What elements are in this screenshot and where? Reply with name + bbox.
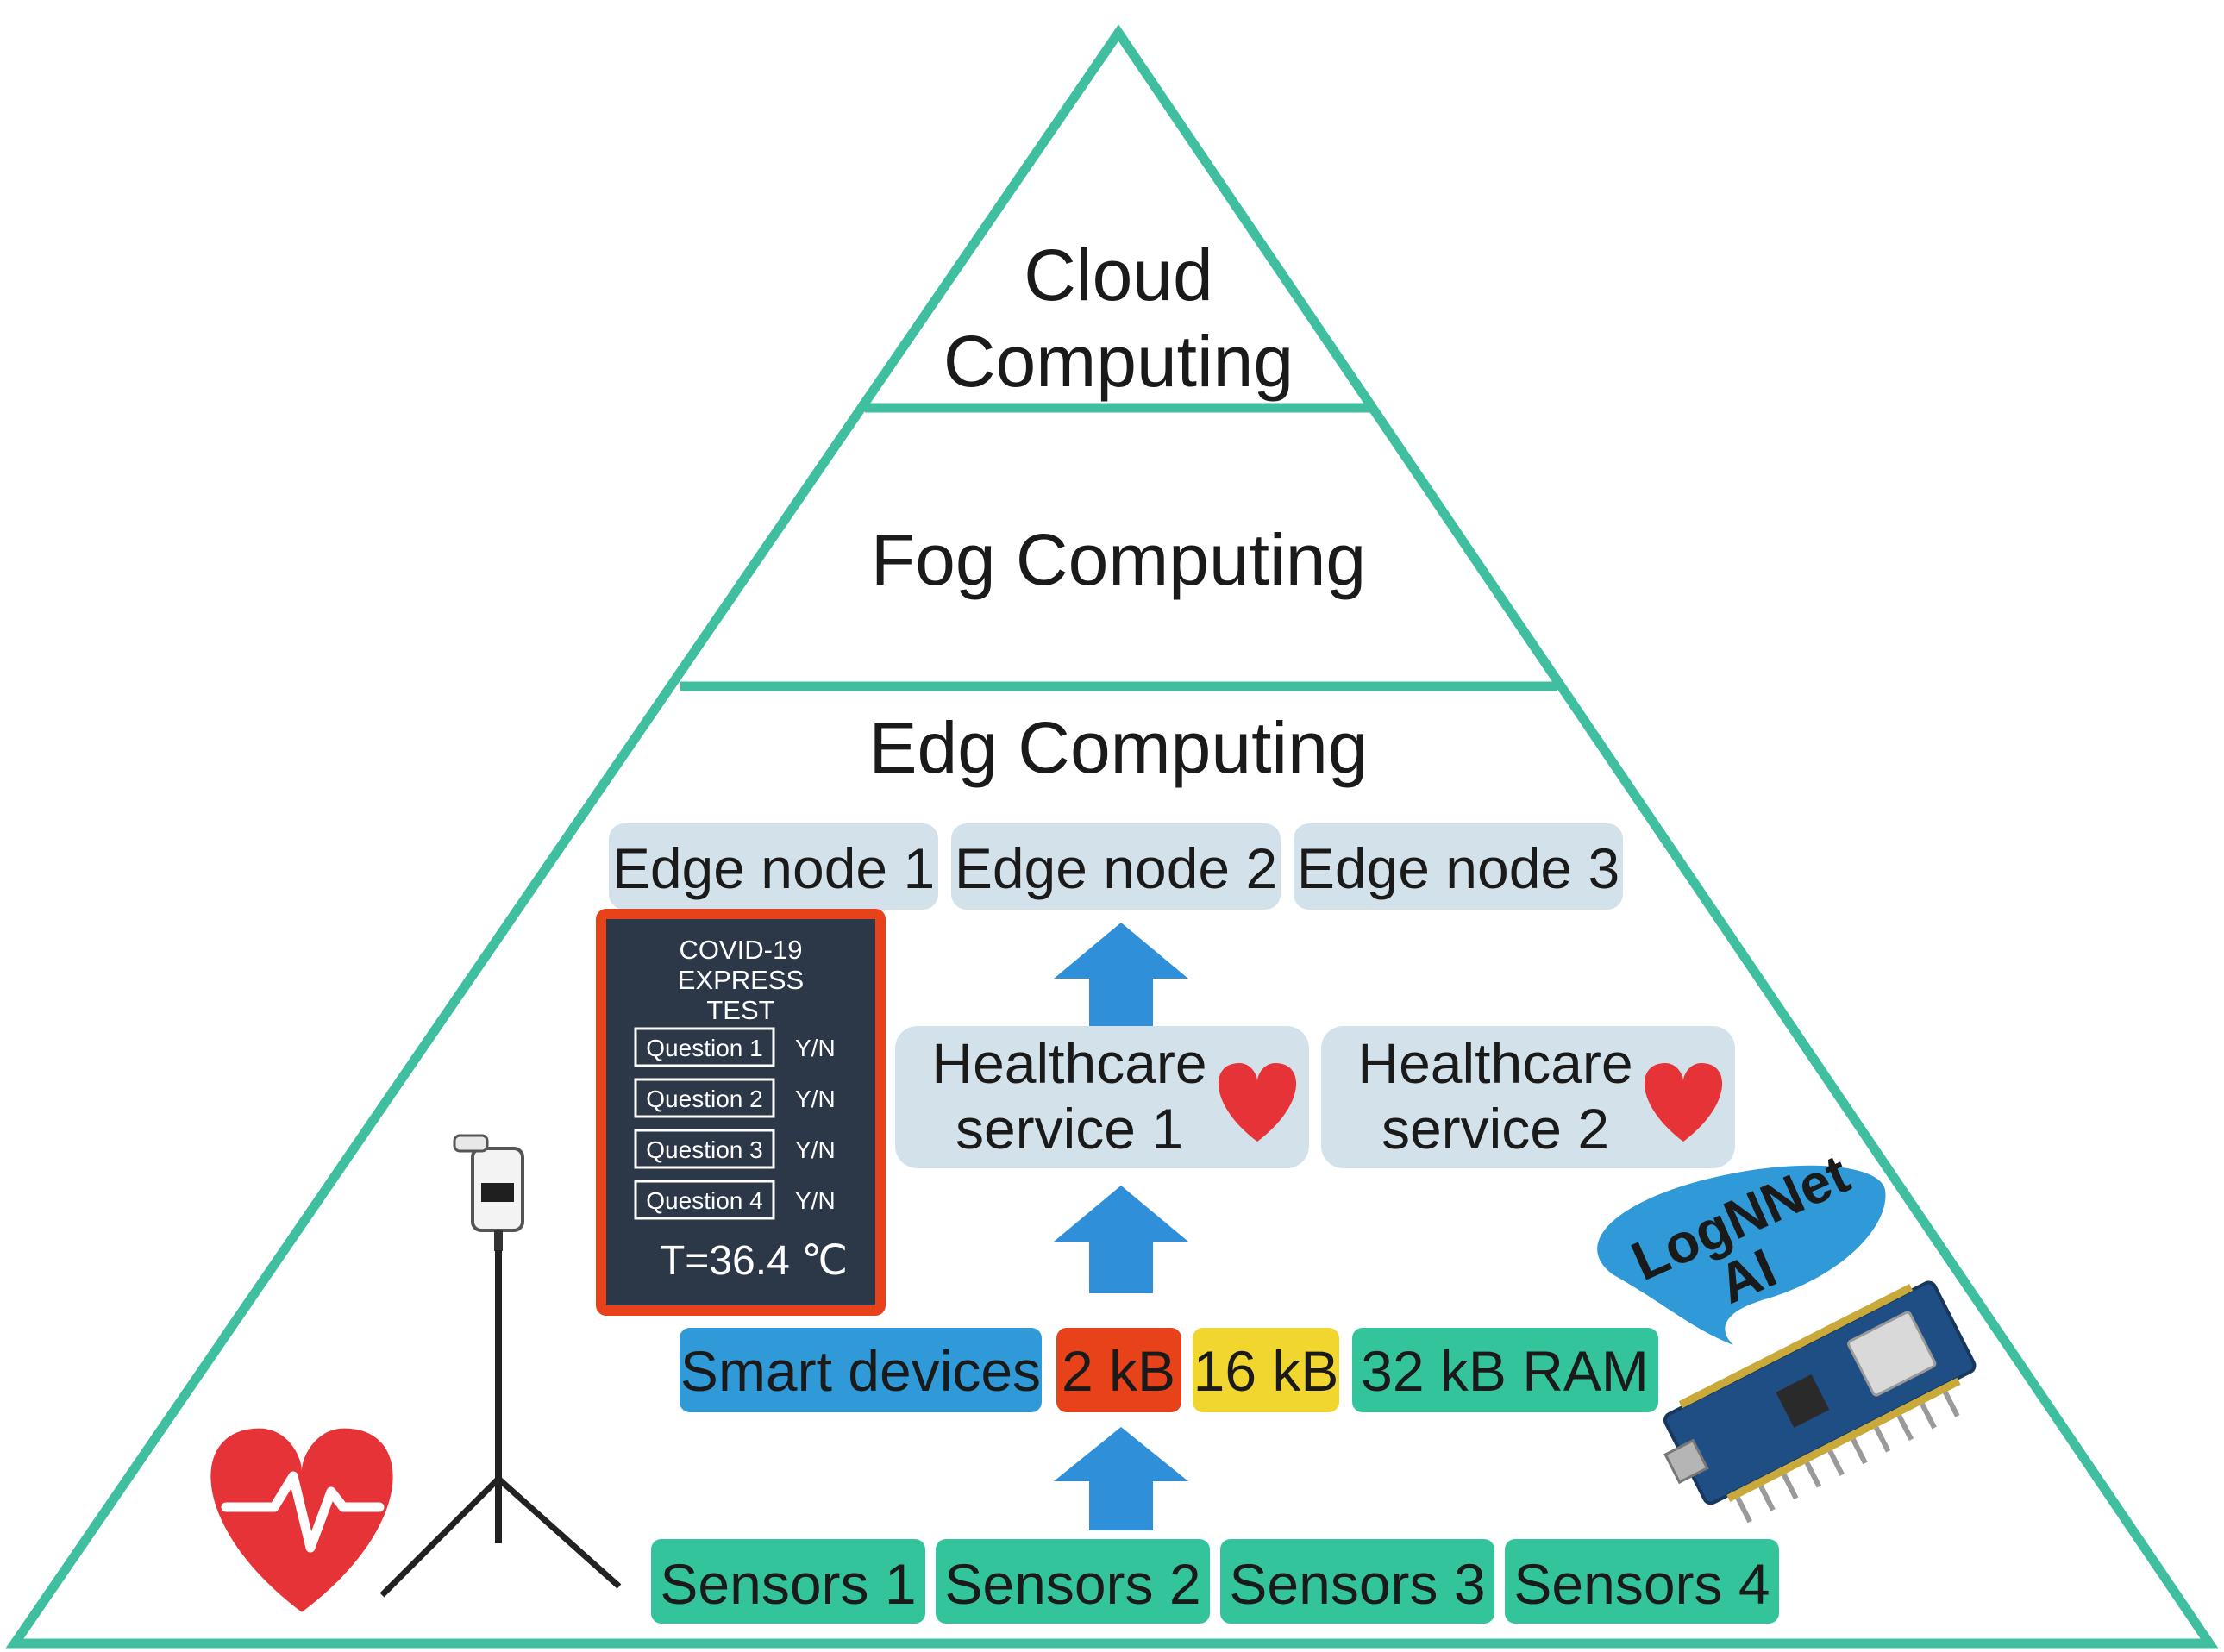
board-leg: [1943, 1391, 1960, 1417]
temperature-readout: T=36.4 ℃: [660, 1238, 848, 1284]
sensor-1-box: [651, 1539, 925, 1624]
question-3-answer: Y/N: [795, 1136, 836, 1163]
sensors-row: Sensors 1 Sensors 2 Sensors 3 Sensors 4: [651, 1539, 1779, 1624]
question-3-box: [634, 1129, 775, 1169]
sensor-4-box: [1505, 1539, 1779, 1624]
mem-32kb-label: 32 kB RAM: [1361, 1339, 1649, 1403]
question-2-label: Question 2: [646, 1086, 762, 1112]
covid-panel-frame: [596, 909, 886, 1316]
layer-titles: Cloud Computing Fog Computing Edg Comput…: [868, 235, 1368, 788]
thermometer-screen: [481, 1183, 514, 1202]
healthcare-service-1-line-1: Healthcare: [931, 1031, 1206, 1095]
arrows: [1054, 923, 1188, 1530]
board-module: [1847, 1311, 1937, 1397]
edge-node-1-box: [609, 823, 938, 910]
arrow-up-icon: [1054, 923, 1188, 1035]
healthcare-service-1-box: [895, 1026, 1309, 1168]
sensor-2-box: [936, 1539, 1210, 1624]
thermometer-clamp: [494, 1230, 503, 1251]
heartbeat-pulse-line: [221, 1471, 385, 1553]
covid-panel-title-line-2: EXPRESS: [678, 965, 804, 995]
mem-16kb-label: 16 kB: [1193, 1339, 1339, 1403]
edge-nodes: Edge node 1 Edge node 2 Edge node 3: [609, 823, 1623, 910]
board-header-legs: [1735, 1391, 1960, 1524]
healthcare-service-2-line-1: Healthcare: [1357, 1031, 1632, 1095]
healthcare-services: Healthcare service 1 Healthcare service …: [895, 1026, 1735, 1168]
board-leg: [1735, 1497, 1752, 1524]
arrow-up-icon: [1054, 1427, 1188, 1530]
lognnet-ai-badge: LogNNet AI: [1597, 1142, 1886, 1345]
thermometer-stand-icon: [379, 1134, 622, 1598]
question-1-box: [634, 1027, 775, 1067]
board-leg: [1758, 1485, 1776, 1511]
question-4-box: [634, 1180, 775, 1220]
healthcare-service-2-line-2: service 2: [1381, 1097, 1609, 1161]
mem-2kb-label: 2 kB: [1062, 1339, 1175, 1403]
memory-row: Smart devices 2 kB 16 kB 32 kB RAM: [680, 1328, 1658, 1412]
sensor-3-label: Sensors 3: [1229, 1552, 1485, 1616]
board-pin-row-bottom: [1726, 1377, 1961, 1502]
covid-test-panel: COVID-19 EXPRESS TEST Question 1 Y/N Que…: [596, 909, 886, 1316]
edge-node-2-label: Edge node 2: [955, 836, 1277, 900]
edge-node-3-box: [1294, 823, 1623, 910]
thermometer-sensor: [453, 1134, 489, 1153]
board-chip: [1776, 1374, 1830, 1428]
fog-title: Fog Computing: [871, 519, 1366, 600]
question-1-answer: Y/N: [795, 1035, 836, 1061]
board-usb-port: [1663, 1438, 1709, 1485]
stand-leg-right: [496, 1476, 622, 1589]
question-1-label: Question 1: [646, 1035, 762, 1061]
stand-leg-left: [379, 1476, 501, 1598]
heart-icon: [1644, 1063, 1723, 1142]
pyramid-outline: [5, 24, 2219, 1649]
edge-title: Edg Computing: [868, 707, 1368, 788]
covid-panel-title-line-3: TEST: [706, 995, 774, 1025]
question-3-label: Question 3: [646, 1136, 762, 1163]
heartbeat-icon: [210, 1428, 393, 1612]
healthcare-service-1-line-2: service 1: [955, 1097, 1183, 1161]
sensor-3-box: [1220, 1539, 1494, 1624]
board-leg: [1804, 1461, 1822, 1488]
sensor-2-label: Sensors 2: [944, 1552, 1200, 1616]
smart-devices-box: [680, 1328, 1042, 1412]
board-leg: [1782, 1473, 1799, 1500]
sensor-1-label: Sensors 1: [660, 1552, 916, 1616]
cloud-title-line-1: Cloud: [1024, 235, 1212, 316]
heart-icon: [1218, 1063, 1297, 1142]
edge-node-3-label: Edge node 3: [1297, 836, 1619, 900]
microcontroller-board-icon: [1663, 1280, 1977, 1524]
board-leg: [1896, 1414, 1914, 1442]
mem-32kb-box: [1352, 1328, 1658, 1412]
cloud-title-line-2: Computing: [943, 321, 1294, 402]
question-4-label: Question 4: [646, 1187, 762, 1214]
edge-node-1-label: Edge node 1: [612, 836, 935, 900]
question-4-answer: Y/N: [795, 1187, 836, 1214]
board-leg: [1827, 1449, 1845, 1476]
healthcare-service-2-box: [1321, 1026, 1735, 1168]
board-leg: [1873, 1426, 1891, 1453]
board-pin-row-top: [1678, 1283, 1914, 1409]
arrow-up-icon: [1054, 1186, 1188, 1293]
mem-2kb-box: [1056, 1328, 1181, 1412]
pyramid-triangle: [5, 24, 2219, 1649]
sensor-4-label: Sensors 4: [1513, 1552, 1770, 1616]
covid-panel-title-line-1: COVID-19: [680, 935, 803, 965]
board-leg: [1851, 1437, 1868, 1465]
badge-shape: [1597, 1165, 1886, 1345]
board-pins: [1678, 1283, 1961, 1502]
board-leg: [1920, 1403, 1937, 1430]
smart-devices-label: Smart devices: [680, 1339, 1041, 1403]
mem-16kb-box: [1193, 1328, 1339, 1412]
edge-node-2-box: [951, 823, 1281, 910]
question-2-box: [634, 1078, 775, 1118]
question-2-answer: Y/N: [795, 1086, 836, 1112]
